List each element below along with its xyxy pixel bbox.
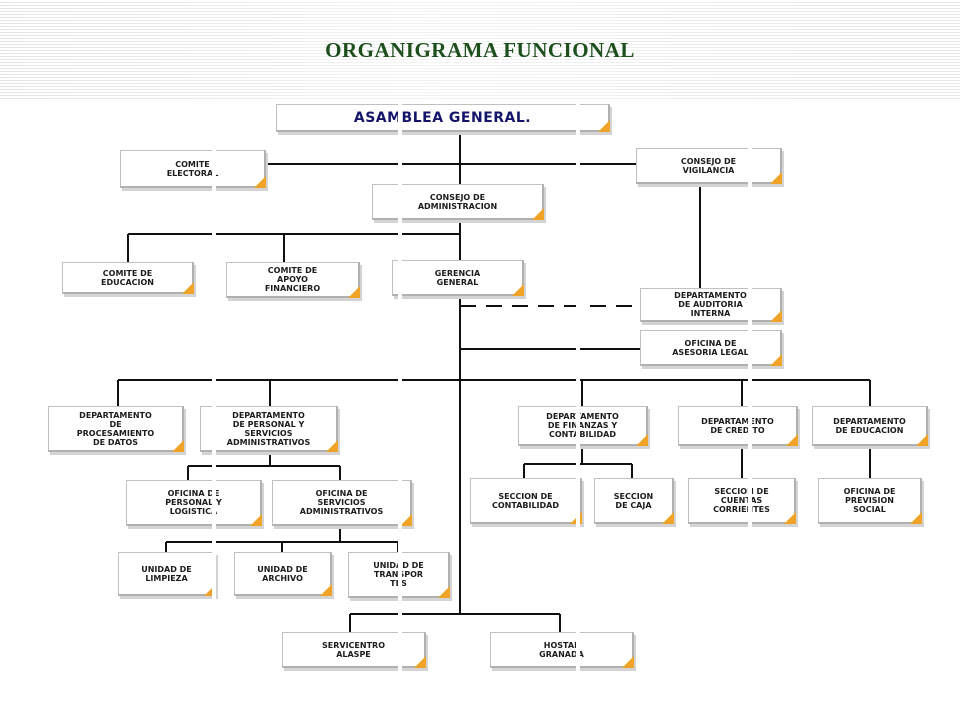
page-title: ORGANIGRAMA FUNCIONAL xyxy=(325,38,635,62)
header-band xyxy=(0,0,960,100)
image-glitch-strip xyxy=(576,100,580,720)
node-label: ASAMBLEA GENERAL. xyxy=(353,109,532,126)
image-glitch-strip xyxy=(398,100,402,720)
image-glitch-strip xyxy=(748,100,752,720)
node-asamblea-general: ASAMBLEA GENERAL. xyxy=(276,104,610,132)
image-glitch-strip xyxy=(212,100,216,720)
